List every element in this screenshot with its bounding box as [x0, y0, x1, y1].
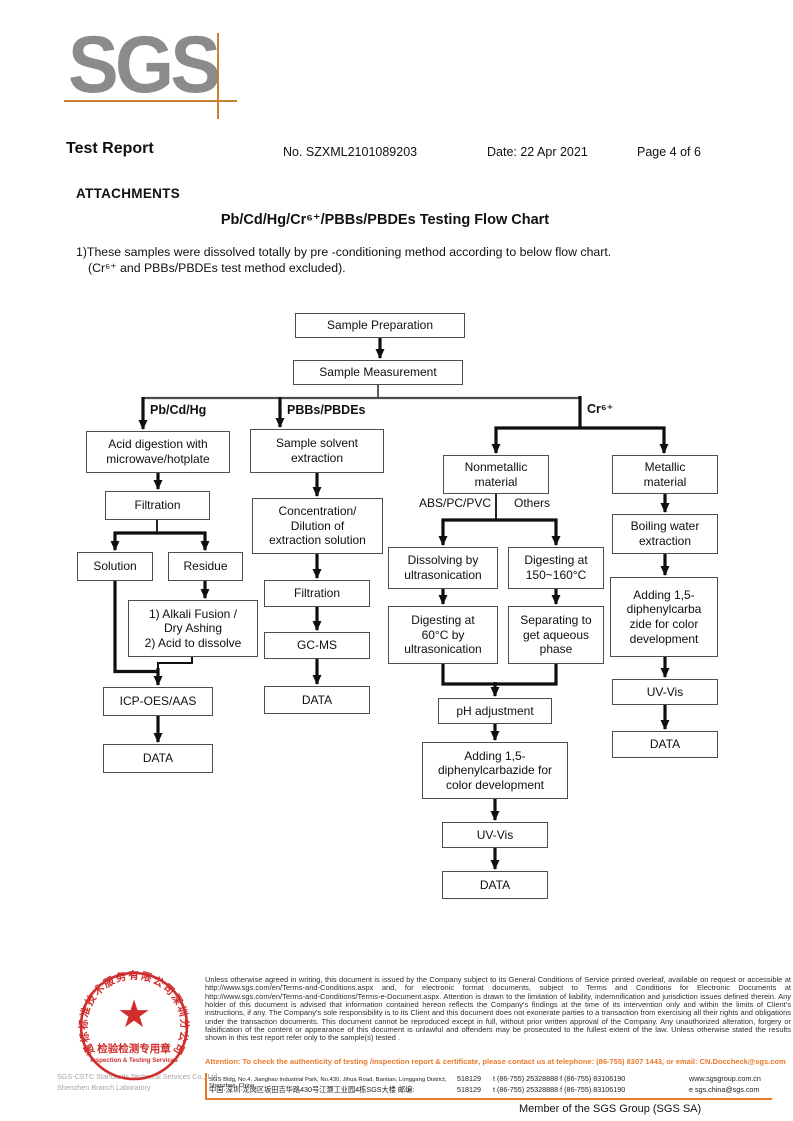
report-title: Test Report — [66, 140, 154, 157]
node-ph-adjustment: pH adjustment — [438, 698, 552, 724]
company-name-line1: SGS-CSTC Standards Technical Services Co… — [57, 1072, 220, 1081]
footer-divider-horizontal — [205, 1098, 772, 1100]
report-number: No. SZXML2101089203 — [283, 145, 418, 159]
stamp-cn-text: 检验检测专用章 — [97, 1042, 171, 1055]
node-sample-solvent-extraction: Sample solvent extraction — [250, 429, 384, 473]
node-adding-diphenylcarbazide-mid: Adding 1,5- diphenylcarbazide for color … — [422, 742, 568, 799]
node-uv-vis-mid: UV-Vis — [442, 822, 548, 848]
node-nonmetallic-material: Nonmetallic material — [443, 455, 549, 494]
node-gc-ms: GC-MS — [264, 632, 370, 659]
legal-disclaimer-text: Unless otherwise agreed in writing, this… — [205, 975, 791, 1043]
report-date: Date: 22 Apr 2021 — [487, 145, 588, 159]
node-separating-aqueous: Separating to get aqueous phase — [508, 606, 604, 664]
node-solution: Solution — [77, 552, 153, 581]
note-line-2: (Cr⁶⁺ and PBBs/PBDEs test method exclude… — [88, 261, 346, 275]
node-sample-preparation: Sample Preparation — [295, 313, 465, 338]
node-acid-digestion: Acid digestion with microwave/hotplate — [86, 431, 230, 473]
address-divider-vertical — [205, 1073, 207, 1098]
node-icp-oes-aas: ICP-OES/AAS — [103, 687, 213, 716]
node-digesting-60: Digesting at 60°C by ultrasonication — [388, 606, 498, 664]
node-boiling-water-extraction: Boiling water extraction — [612, 514, 718, 554]
node-alkali-fusion: 1) Alkali Fusion / Dry Ashing 2) Acid to… — [128, 600, 258, 657]
branch-label-pb-cd-hg: Pb/Cd/Hg — [150, 403, 207, 417]
connector — [496, 664, 558, 686]
address-cn: 中国·深圳·龙岗区坂田吉华路430号江灏工业园4栋SGS大楼 邮编: — [209, 1085, 415, 1094]
address-row-en: SGS Bldg, No.4, Jianghao Industrial Park… — [209, 1074, 784, 1089]
inspection-stamp: 通标标准技术服务有限公司深圳分公司 ★ 检验检测专用章 Inspection &… — [60, 966, 208, 1088]
sgs-logo: SGS — [68, 19, 221, 110]
node-adding-diphenylcarbazide-right: Adding 1,5- diphenylcarba zide for color… — [610, 577, 718, 657]
node-dissolving-ultrasonication: Dissolving by ultrasonication — [388, 547, 498, 589]
flow-chart-title: Pb/Cd/Hg/Cr⁶⁺/PBBs/PBDEs Testing Flow Ch… — [220, 212, 550, 228]
address-block: SGS Bldg, No.4, Jianghao Industrial Park… — [209, 1074, 784, 1096]
connector — [113, 581, 158, 674]
sub-label-others: Others — [514, 496, 551, 510]
node-metallic-material: Metallic material — [612, 455, 718, 494]
address-row-cn: 中国·深圳·龙岗区坂田吉华路430号江灏工业园4栋SGS大楼 邮编: 51812… — [209, 1085, 784, 1096]
note-line-1: 1)These samples were dissolved totally b… — [76, 245, 612, 259]
company-name-line2: Shenzhen Branch Laboratory — [57, 1083, 151, 1092]
node-data-mid: DATA — [442, 871, 548, 899]
stamp-outer-ring — [79, 971, 189, 1081]
node-sample-measurement: Sample Measurement — [293, 360, 463, 385]
star-icon: ★ — [117, 994, 151, 1036]
node-concentration-dilution: Concentration/ Dilution of extraction so… — [252, 498, 383, 554]
member-text: Member of the SGS Group (SGS SA) — [519, 1103, 702, 1115]
connector — [441, 664, 494, 686]
node-filtration-mid: Filtration — [264, 580, 370, 607]
email-link: e sgs.china@sgs.com — [689, 1085, 760, 1094]
connector — [157, 657, 193, 671]
node-data-gcms: DATA — [264, 686, 370, 714]
postcode-en: 518129 — [457, 1074, 481, 1083]
attachments-heading: ATTACHMENTS — [76, 186, 181, 201]
sub-label-abs-pc-pvc: ABS/PC/PVC — [418, 496, 491, 510]
testing-flow-chart: Sample Preparation Sample Measurement Pb… — [0, 305, 793, 917]
phone-fax-en: t (86-755) 25328888 f (86-755) 83106190 — [493, 1074, 626, 1083]
node-data-icp: DATA — [103, 744, 213, 773]
stamp-en-text: Inspection & Testing Services — [90, 1057, 178, 1064]
node-filtration-left: Filtration — [105, 491, 210, 520]
node-data-right: DATA — [612, 731, 718, 758]
node-digesting-150-160: Digesting at 150~160°C — [508, 547, 604, 589]
page-indicator: Page 4 of 6 — [637, 145, 701, 159]
node-uv-vis-right: UV-Vis — [612, 679, 718, 705]
website-link: www.sgsgroup.com.cn — [689, 1074, 761, 1083]
phone-fax-cn: t (86-755) 25328888 f (86-755) 83106190 — [493, 1085, 626, 1094]
connector-lines — [110, 338, 670, 870]
attention-text: Attention: To check the authenticity of … — [205, 1057, 786, 1066]
flow-connectors — [110, 338, 670, 870]
node-residue: Residue — [168, 552, 243, 581]
postcode-cn: 518129 — [457, 1085, 481, 1094]
branch-label-pbbs-pbdes: PBBs/PBDEs — [287, 403, 366, 417]
logo-crosshair-horizontal — [64, 100, 237, 102]
logo-crosshair-vertical — [217, 33, 219, 119]
address-en: SGS Bldg, No.4, Jianghao Industrial Park… — [209, 1077, 447, 1089]
branch-label-cr6: Cr⁶⁺ — [587, 402, 614, 416]
